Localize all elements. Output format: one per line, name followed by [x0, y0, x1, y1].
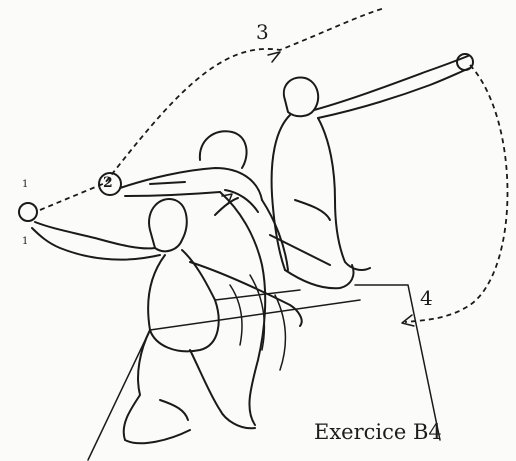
ball-position-1 — [19, 203, 37, 221]
ball-trajectory-return — [405, 65, 508, 322]
ball-trajectory-path — [40, 8, 385, 210]
step-label-4: 4 — [420, 288, 433, 308]
exercise-caption: Exercice B4 — [314, 422, 442, 443]
trajectory-arrow-3 — [268, 52, 280, 62]
step-label-3: 3 — [256, 22, 269, 42]
step-label-1-bottom: 1 — [22, 237, 28, 247]
overlap-lines — [215, 275, 300, 370]
step-label-1-top: 1 — [22, 180, 28, 190]
step-label-2: 2 — [103, 176, 113, 190]
figure-position-3 — [270, 56, 470, 288]
figure-position-1 — [32, 199, 302, 443]
